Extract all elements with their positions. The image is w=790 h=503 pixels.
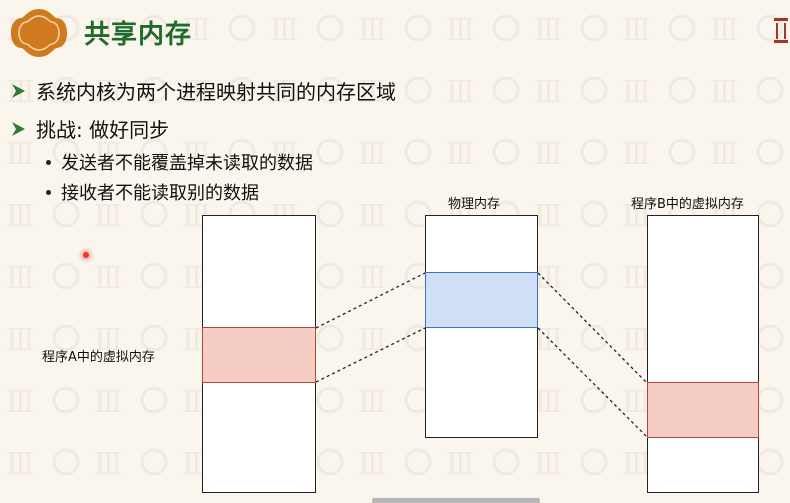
sub-bullet-text: 接收者不能读取别的数据 xyxy=(61,183,259,204)
building-icon xyxy=(774,18,788,43)
sub-bullet-sender: 发送者不能覆盖掉未读取的数据 xyxy=(44,149,313,175)
scrollbar[interactable] xyxy=(372,498,540,503)
mapping-line xyxy=(315,327,426,383)
label-virtual-memory-b: 程序B中的虚拟内存 xyxy=(631,197,744,212)
dot-bullet-icon xyxy=(46,159,51,165)
sub-bullet-text: 发送者不能覆盖掉未读取的数据 xyxy=(61,153,313,174)
slide-title: 共享内存 xyxy=(84,20,193,50)
memory-block-b xyxy=(647,215,759,493)
shared-region-physical xyxy=(425,272,538,328)
shared-region-b xyxy=(647,382,759,438)
shared-region-a xyxy=(202,327,316,383)
bullet-shared-region: 系统内核为两个进程映射共同的内存区域 xyxy=(10,76,396,105)
university-logo-icon xyxy=(11,9,67,57)
mapping-line xyxy=(537,272,648,384)
bullet-challenge: 挑战: 做好同步 xyxy=(10,114,169,143)
bullet-text: 系统内核为两个进程映射共同的内存区域 xyxy=(36,80,396,104)
label-physical-memory: 物理内存 xyxy=(448,197,501,212)
laser-pointer xyxy=(83,252,89,258)
label-virtual-memory-a: 程序A中的虚拟内存 xyxy=(42,350,155,365)
mapping-line xyxy=(537,327,648,438)
dot-bullet-icon xyxy=(46,189,51,195)
arrow-bullet-icon xyxy=(12,83,25,98)
bullet-text: 挑战: 做好同步 xyxy=(36,118,170,142)
sub-bullet-receiver: 接收者不能读取别的数据 xyxy=(44,179,259,205)
mapping-line xyxy=(315,272,426,329)
arrow-bullet-icon xyxy=(12,121,25,136)
